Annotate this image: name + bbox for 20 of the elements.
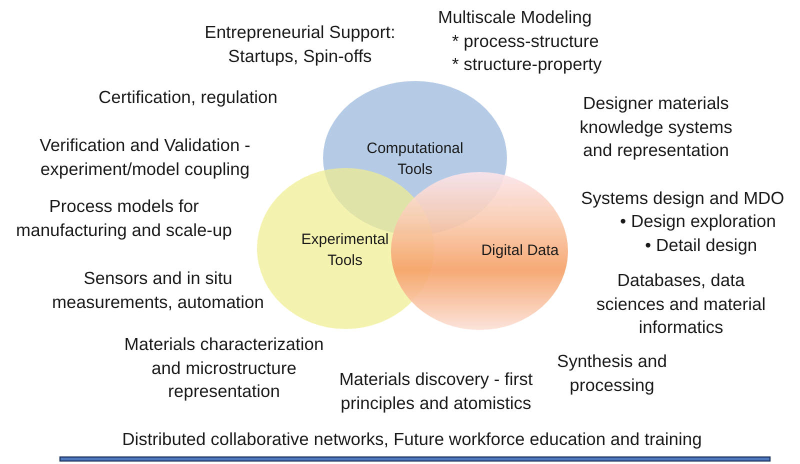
circle-label: Computational Tools (366, 139, 464, 180)
topic-label: * structure-property (452, 53, 602, 76)
topic-label: Verification and Validation - experiment/model coupling (38, 134, 252, 181)
topic-label: Systems design and MDO (581, 187, 784, 210)
topic-label: Materials characterization and microstructure representation (123, 333, 325, 403)
topic-label: • Design exploration (620, 210, 776, 233)
topic-label: Entrepreneurial Support: Startups, Spin-offs (204, 21, 396, 68)
circle-label: Experimental Tools (300, 230, 390, 271)
topic-label: Databases, data sciences and material informatics (595, 269, 767, 339)
topic-label: * process-structure (452, 30, 599, 53)
topic-label: Process models for manufacturing and scale-up (15, 195, 233, 242)
topic-label: Sensors and in situ measurements, automation (50, 267, 266, 314)
topic-label: • Detail design (645, 234, 758, 257)
topic-label: Synthesis and processing (556, 350, 668, 397)
topic-label: Certification, regulation (98, 86, 278, 109)
topic-label: Multiscale Modeling (438, 6, 592, 29)
circle-label: Digital Data (480, 241, 560, 261)
topic-label: Designer materials knowledge systems and representation (578, 92, 734, 162)
topic-label: Materials discovery - first principles and atomistics (338, 368, 534, 415)
topic-label: Distributed collaborative networks, Future workforce education and training (122, 428, 702, 451)
